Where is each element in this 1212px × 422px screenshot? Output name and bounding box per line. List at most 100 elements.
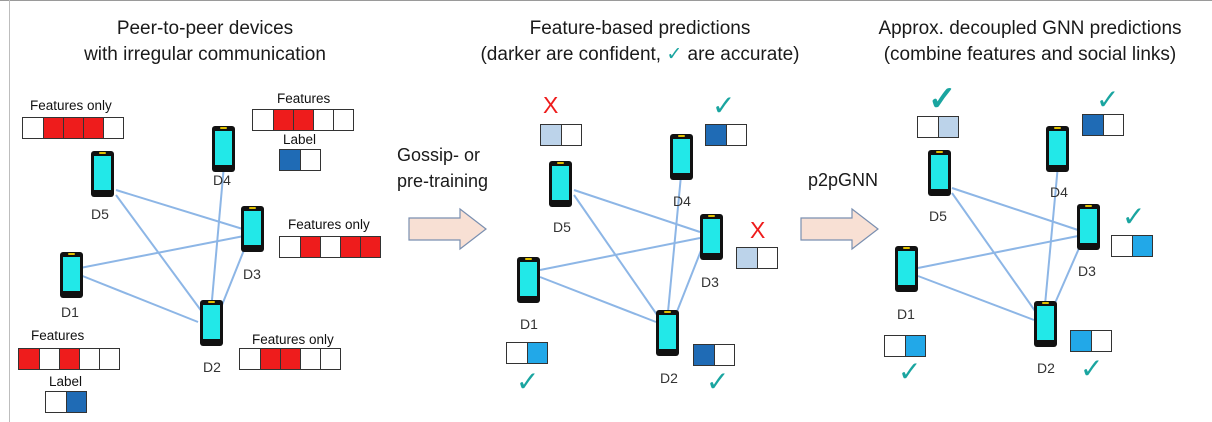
device-d4-phone-icon [212,126,235,172]
step2-arrow-icon [800,207,879,251]
mid-d5-prediction [540,124,582,146]
vector-cell-empty [1091,331,1111,351]
middle-panel-title: Feature-based predictions (darker are co… [440,16,840,68]
mid-d1-check-icon: ✓ [516,366,540,397]
vector-cell-light-blue [938,117,958,137]
vector-cell-red [293,110,313,130]
vector-cell-empty [46,392,66,412]
vector-cell-empty [79,349,99,369]
right-device-d3-phone-icon [1077,204,1100,250]
vector-cell-empty [918,117,938,137]
d1-features-label: Features [31,328,85,343]
right-device-d5-label: D5 [929,208,947,224]
vector-cell-empty [313,110,333,130]
vector-cell-dark-blue [66,392,86,412]
d3-feature-vector [279,236,381,258]
edge-right-d5-d2 [951,192,1041,319]
vector-cell-dark-blue [280,150,300,170]
edge-left-d3-d2 [219,244,247,311]
vector-cell-empty [1103,115,1123,135]
mid-device-d1-phone-icon [517,257,540,303]
mid-device-d4-phone-icon [670,134,693,180]
vector-cell-dark-blue [1083,115,1103,135]
vector-cell-empty [280,237,300,257]
edge-left-d1-d2 [79,274,199,323]
edge-right-d4-d2 [1044,164,1059,306]
edge-mid-d1-d3 [539,237,701,271]
vector-cell-mid-blue [527,343,547,363]
left-panel-title: Peer-to-peer devices with irregular comm… [40,16,370,68]
vector-cell-red [300,237,320,257]
middle-title-prefix: (darker are confident, [480,44,667,65]
vector-cell-red [83,118,103,138]
vector-cell-empty [99,349,119,369]
right-d5-prediction [917,116,959,138]
d4-label-vector [279,149,321,171]
right-d2-check-icon: ✓ [1080,353,1104,384]
right-d1-check-icon: ✓ [898,356,922,387]
mid-device-d1-label: D1 [520,316,538,332]
vector-cell-red [43,118,63,138]
right-d4-prediction [1082,114,1124,136]
edge-mid-d4-d2 [667,164,683,313]
right-device-d5-phone-icon [928,150,951,196]
device-d5-phone-icon [91,151,114,197]
d3-wrong-x-icon: X [750,217,766,243]
vector-cell-mid-blue [1132,236,1152,256]
right-device-d4-phone-icon [1046,126,1069,172]
edge-right-d1-d3 [917,235,1079,269]
device-d1-phone-icon [60,252,83,298]
device-d3-label: D3 [243,266,261,282]
vector-cell-empty [39,349,59,369]
d2-features-label: Features only [252,332,334,347]
right-d3-prediction [1111,235,1153,257]
vector-cell-empty [885,336,905,356]
mid-device-d2-label: D2 [660,370,678,386]
step1-label: Gossip- or pre-training [397,142,488,194]
right-panel-title: Approx. decoupled GNN predictions (combi… [850,16,1210,68]
middle-title-suffix: are accurate) [682,44,800,65]
device-d3-phone-icon [241,206,264,252]
edge-left-d5-d2 [115,194,209,321]
vector-cell-empty [240,349,260,369]
vector-cell-empty [726,125,746,145]
mid-d1-prediction [506,342,548,364]
d5-features-label: Features only [30,98,112,113]
vector-cell-dark-blue [694,345,714,365]
d5-wrong-x-icon: X [543,92,559,118]
edge-mid-d5-d3 [573,189,701,233]
d5-feature-vector [22,117,124,139]
mid-device-d2-phone-icon [656,310,679,356]
vector-cell-empty [320,237,340,257]
top-border [0,0,1212,1]
vector-cell-empty [561,125,581,145]
right-device-d2-phone-icon [1034,301,1057,347]
edge-mid-d5-d2 [573,194,663,323]
d1-feature-vector [18,348,120,370]
mid-d4-prediction [705,124,747,146]
right-device-d3-label: D3 [1078,263,1096,279]
check-icon: ✓ [666,44,683,65]
vector-cell-empty [300,349,320,369]
device-d1-label: D1 [61,304,79,320]
vector-cell-mid-blue [905,336,925,356]
edge-left-d1-d3 [79,235,245,269]
edge-right-d1-d2 [917,275,1035,321]
vector-cell-empty [714,345,734,365]
mid-d4-check-icon: ✓ [712,90,736,121]
vector-cell-empty [507,343,527,363]
edge-left-d4-d2 [211,164,225,301]
left-title-line2: with irregular communication [84,44,326,65]
device-d2-phone-icon [200,300,223,346]
right-d1-prediction [884,335,926,357]
edge-right-d5-d3 [951,187,1079,231]
middle-title-line2: (darker are confident, ✓ are accurate) [440,42,840,68]
right-title-line2: (combine features and social links) [883,44,1177,65]
vector-cell-red [19,349,39,369]
vector-cell-empty [300,150,320,170]
vector-cell-red [360,237,380,257]
right-d5-check-icon: ✓ [928,80,957,118]
right-title-line1: Approx. decoupled GNN predictions [878,18,1182,39]
step1-arrow-icon [408,207,487,251]
